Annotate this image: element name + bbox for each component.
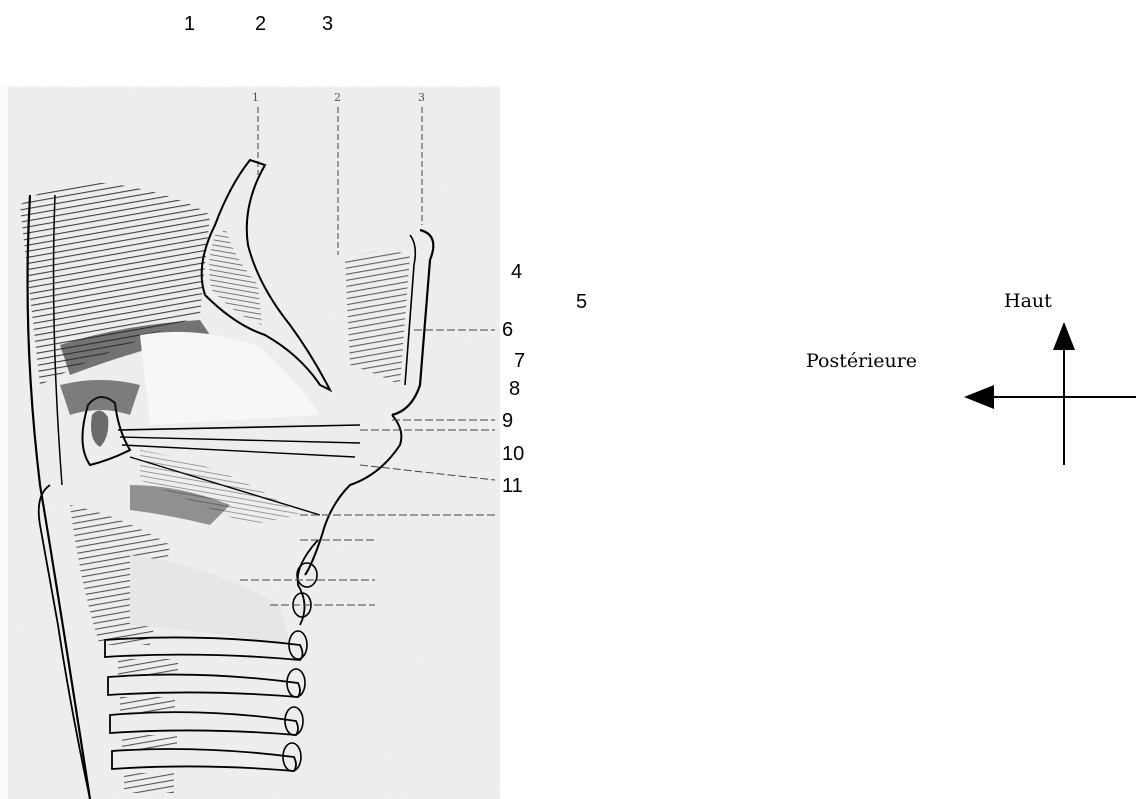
side-label-7: 7 [514,351,525,371]
top-label-2: 2 [255,14,266,34]
orientation-axes [960,320,1136,470]
side-label-10: 10 [502,444,524,464]
side-label-11: 11 [502,476,523,496]
top-label-1: 1 [184,14,195,34]
side-label-6: 6 [502,320,513,340]
orientation-left-label: Postérieure [806,352,917,371]
figure-callout-1: 1 [252,91,259,104]
figure-callout-3: 3 [418,91,425,104]
orientation-up-label: Haut [1004,292,1052,311]
arrow-up-icon [1053,322,1075,465]
arrow-left-icon [964,385,1136,409]
side-label-4: 4 [511,262,522,282]
figure-callout-2: 2 [334,91,341,104]
side-label-8: 8 [509,379,520,399]
larynx-sagittal-drawing: 1 2 3 [0,85,500,799]
top-label-3: 3 [322,14,333,34]
side-label-5: 5 [576,292,587,312]
side-label-9: 9 [502,411,513,431]
